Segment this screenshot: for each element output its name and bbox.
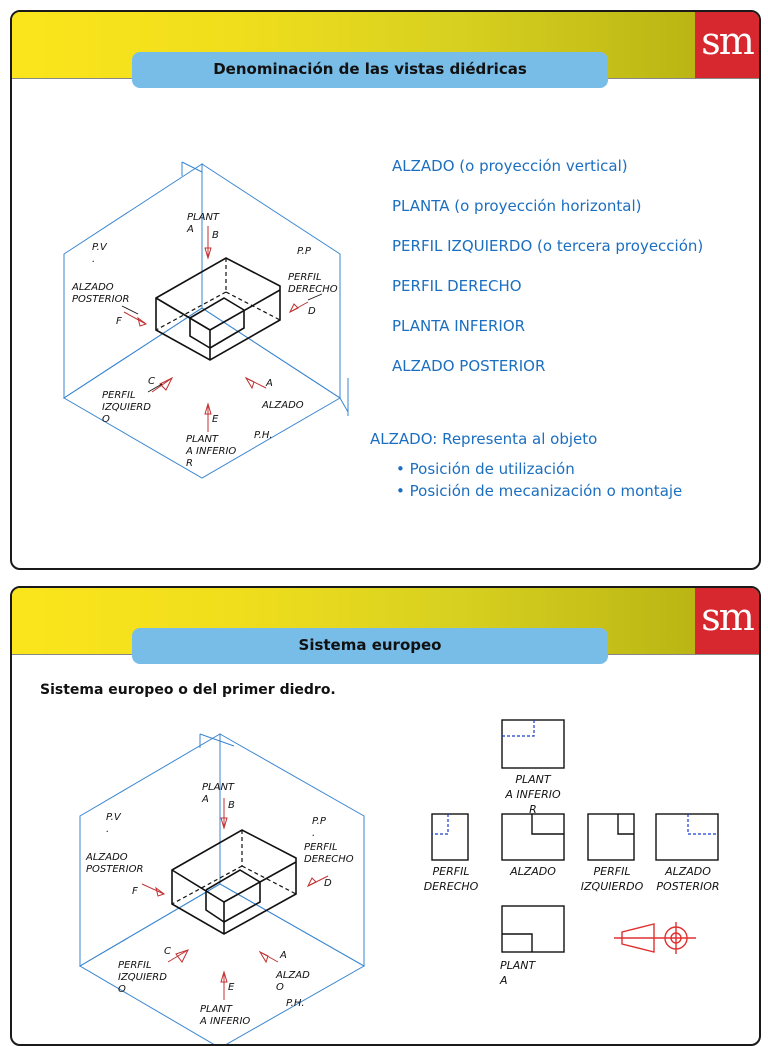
- view-item: PLANTA (o proyección horizontal): [392, 197, 642, 215]
- letter-e: E: [212, 414, 219, 425]
- caption-planta: PLANT A: [500, 959, 536, 987]
- letter-f: F: [116, 316, 122, 327]
- label-planta-inferior: PLANT A INFERIO R: [186, 434, 237, 469]
- letter-d: D: [308, 306, 316, 317]
- sm-logo: sm: [695, 12, 759, 78]
- caption-perfil-derecho: PERFIL DERECHO: [423, 865, 479, 893]
- label-pv: P.V .: [106, 812, 121, 835]
- slide-title: Denominación de las vistas diédricas: [132, 52, 608, 88]
- alzado-heading: ALZADO: Representa al objeto: [370, 430, 598, 448]
- bullet-item: • Posición de mecanización o montaje: [396, 482, 683, 500]
- slide-title: Sistema europeo: [132, 628, 608, 664]
- letter-b: B: [212, 230, 219, 241]
- orthographic-views: [431, 719, 719, 954]
- label-ph: P.H.: [254, 430, 273, 441]
- view-item: PLANTA INFERIOR: [392, 317, 526, 335]
- slide-1: sm Denominación de las vistas diédricas: [10, 10, 761, 570]
- label-pv: P.V .: [92, 242, 107, 265]
- view-item: ALZADO POSTERIOR: [392, 357, 546, 375]
- label-alzado-posterior: ALZADO POSTERIOR: [72, 282, 130, 305]
- label-alzado: ALZADO: [262, 400, 304, 411]
- letter-b: B: [228, 800, 235, 811]
- letter-f: F: [132, 886, 138, 897]
- letter-a: A: [280, 950, 287, 961]
- projection-diagram: [79, 733, 366, 1044]
- letter-d: D: [324, 878, 332, 889]
- view-item: ALZADO (o proyección vertical): [392, 157, 628, 175]
- letter-c: C: [148, 376, 155, 387]
- caption-planta-inferior: PLANT A INFERIO R: [505, 773, 561, 816]
- label-ph: P.H.: [286, 998, 305, 1009]
- views-list: ALZADO (o proyección vertical) PLANTA (o…: [392, 154, 703, 394]
- letter-c: C: [164, 946, 171, 957]
- label-alzado: ALZAD O: [276, 970, 310, 993]
- label-pp: P.P: [297, 246, 311, 257]
- view-item: PERFIL IZQUIERDO (o tercera proyección): [392, 237, 704, 255]
- label-pp: P.P .: [312, 816, 326, 839]
- bullet-item: • Posición de utilización: [396, 460, 575, 478]
- caption-alzado-posterior: ALZADO POSTERIOR: [656, 865, 720, 893]
- view-item: PERFIL DERECHO: [392, 277, 522, 295]
- label-planta: PLANT A: [187, 212, 220, 235]
- slide-2: sm Sistema europeo Sistema europeo o del…: [10, 586, 761, 1046]
- letter-a: A: [266, 378, 273, 389]
- label-perfil-derecho: PERFIL DERECHO: [288, 272, 338, 295]
- projection-diagram: [63, 161, 349, 479]
- label-perfil-derecho: PERFIL DERECHO: [304, 842, 354, 865]
- sm-logo: sm: [695, 588, 759, 654]
- label-perfil-izquierdo: PERFIL IZQUIERD O: [118, 960, 167, 995]
- caption-alzado: ALZADO: [510, 865, 556, 878]
- label-alzado-posterior: ALZADO POSTERIOR: [86, 852, 144, 875]
- label-planta-inferior: PLANT A INFERIO: [200, 1004, 251, 1027]
- letter-e: E: [228, 982, 235, 993]
- caption-perfil-izquierdo: PERFIL IZQUIERDO: [580, 865, 644, 893]
- slide-subtitle: Sistema europeo o del primer diedro.: [40, 682, 336, 698]
- label-planta: PLANT A: [202, 782, 235, 805]
- first-angle-symbol-icon: [614, 922, 696, 954]
- label-perfil-izquierdo: PERFIL IZQUIERD O: [102, 390, 151, 425]
